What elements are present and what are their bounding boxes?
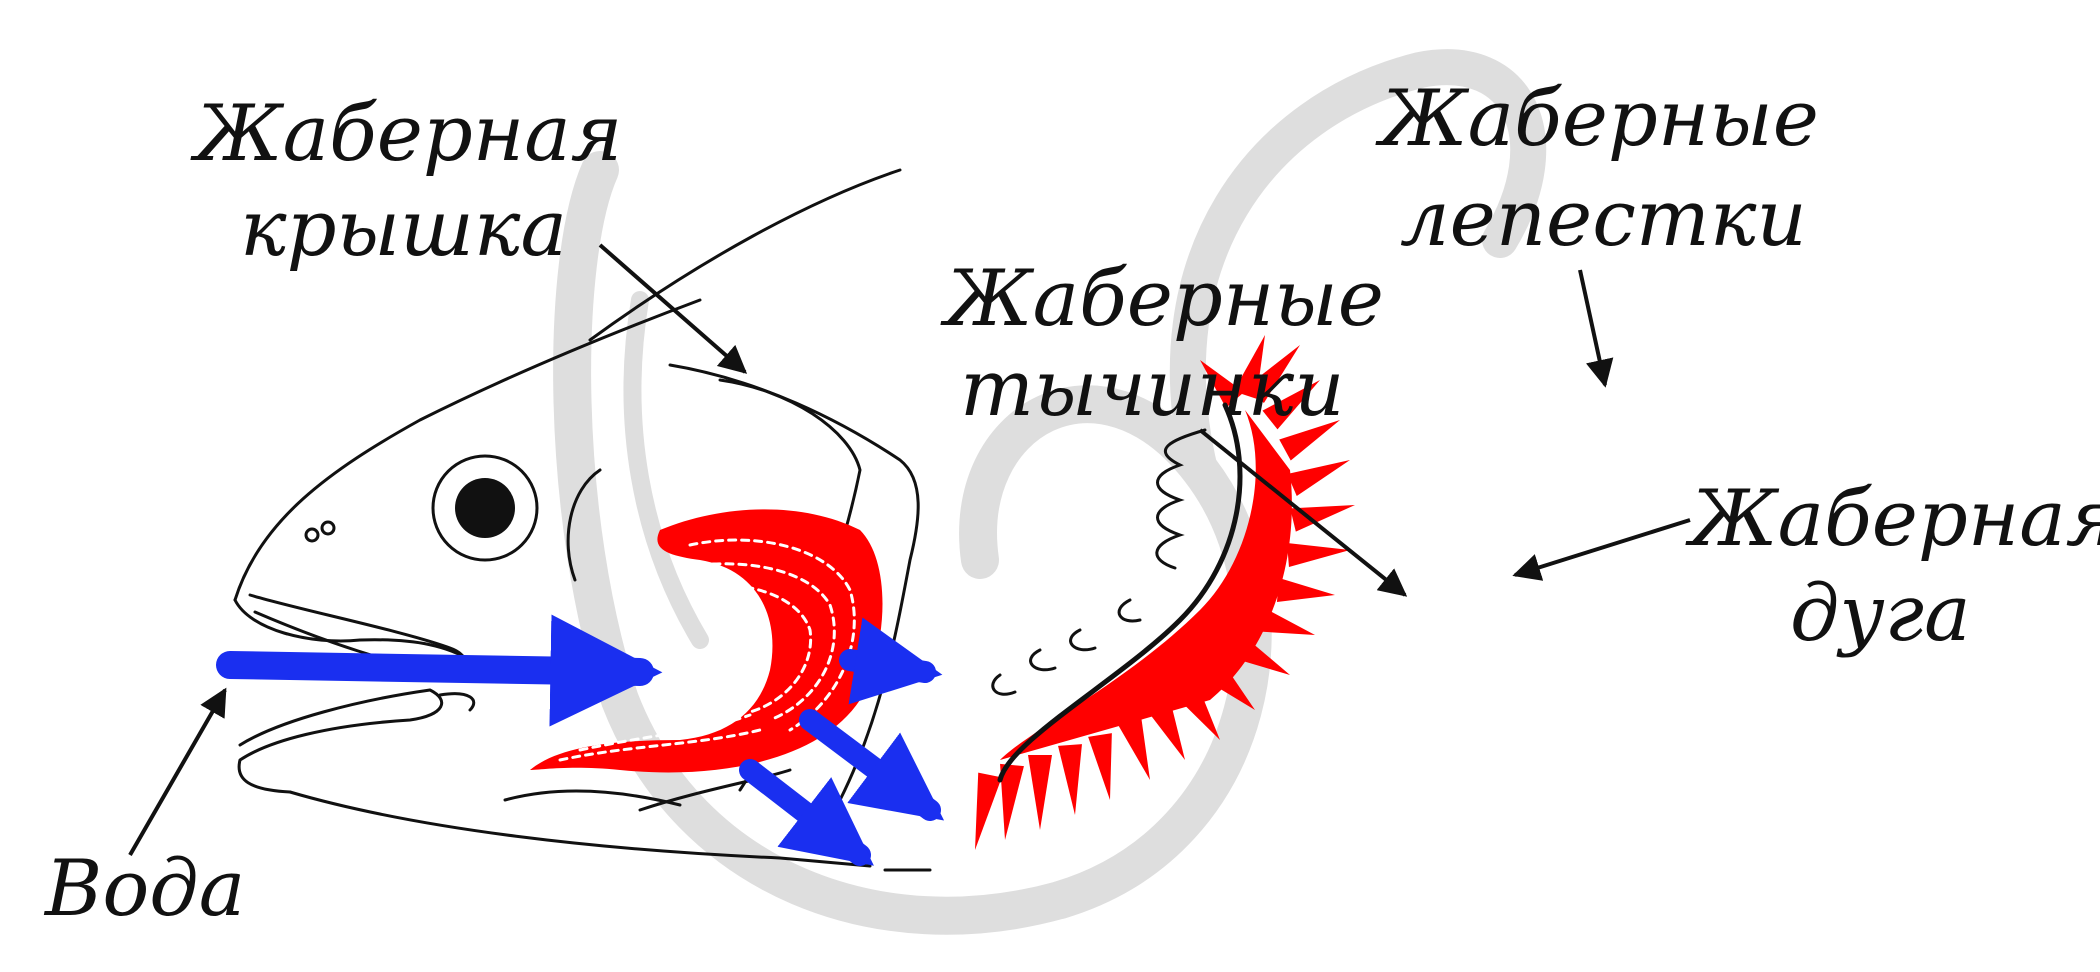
gill-filament xyxy=(1262,380,1320,430)
fish-eye xyxy=(431,454,539,562)
water-outflow-arrow-1 xyxy=(839,617,943,705)
gill-filament xyxy=(1233,335,1265,399)
label-arch-line1: Жаберная xyxy=(1685,474,2100,564)
rakers-pointer xyxy=(1198,428,1408,597)
gill-arch-band xyxy=(1000,410,1292,760)
water-inflow-arrow xyxy=(216,614,663,727)
gill-filament xyxy=(1287,543,1350,567)
label-filaments-line1: Жаберные xyxy=(1375,74,1819,164)
gill-filament xyxy=(1118,718,1150,780)
water-flow-arrows xyxy=(216,614,945,866)
filaments-pointer xyxy=(1578,269,1614,388)
back-line xyxy=(588,168,902,342)
gill-arch-detail xyxy=(975,335,1355,850)
label-operculum-line2: крышка xyxy=(240,184,567,274)
snout xyxy=(233,598,472,662)
operculum-pointer xyxy=(598,243,748,374)
gill-filament xyxy=(1058,744,1082,815)
label-arch-line2: дуга xyxy=(1790,569,1971,659)
label-filaments-line2: лепестки xyxy=(1400,174,1807,264)
gill-filament xyxy=(1246,345,1300,404)
gill-arch-line xyxy=(997,402,1243,783)
gill-filament xyxy=(1000,763,1024,840)
throat-line xyxy=(638,768,792,812)
gill-filament xyxy=(1276,578,1335,602)
pointer-arrows xyxy=(128,243,1691,856)
gill-filaments xyxy=(975,335,1355,850)
chin-belly xyxy=(288,790,872,868)
water-outflow-arrow-2 xyxy=(799,709,945,821)
water-outflow-arrow-3 xyxy=(739,759,874,866)
water-pointer xyxy=(128,687,227,856)
label-rakers-line1: Жаберные xyxy=(940,254,1384,344)
nostrils xyxy=(304,520,336,543)
label-rakers-line2: тычинки xyxy=(960,344,1344,434)
gill-filament xyxy=(1088,733,1112,800)
gill-filament xyxy=(1200,360,1245,408)
gill-rakers xyxy=(991,428,1207,696)
label-operculum-line1: Жаберная xyxy=(190,89,622,179)
head-top-contour xyxy=(233,298,702,602)
gill-filament xyxy=(1149,702,1185,760)
gill-filament xyxy=(1290,505,1355,532)
preoperculum xyxy=(566,468,602,582)
gill-filament xyxy=(1287,460,1350,497)
label-water: Вода xyxy=(43,844,245,934)
gill-filament xyxy=(1279,420,1340,461)
gill-in-head xyxy=(530,509,883,773)
arch-pointer xyxy=(1512,518,1691,581)
gill-filament xyxy=(1028,755,1052,830)
gill-filament xyxy=(1258,608,1315,635)
lower-jaw xyxy=(237,688,443,794)
cheek-line xyxy=(503,789,682,807)
labels: Жаберная крышка Жаберные тычинки Жаберны… xyxy=(43,74,2100,934)
gill-filament xyxy=(975,772,1002,850)
